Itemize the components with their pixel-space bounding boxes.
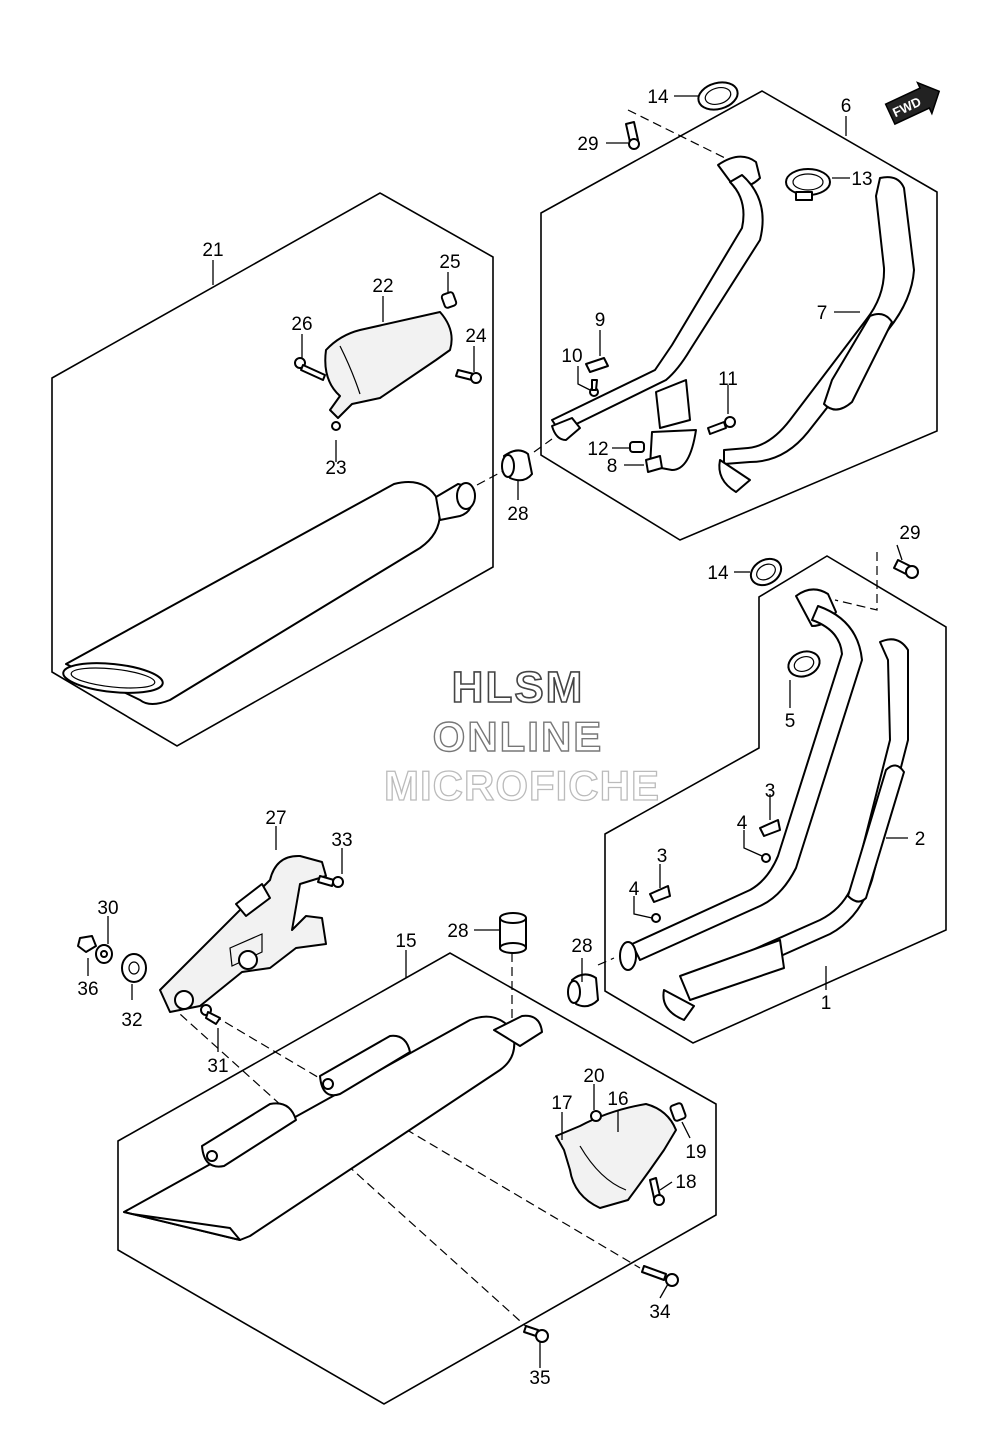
bracket-9 xyxy=(585,357,609,373)
callout-23: 23 xyxy=(325,458,346,479)
callout-11: 11 xyxy=(718,369,738,390)
callout-29-upper: 29 xyxy=(577,134,598,155)
cushion-28-upper xyxy=(501,449,533,482)
exhaust-pipe-rear-upper xyxy=(718,176,915,493)
bolt-29-upper xyxy=(625,121,640,150)
forward-direction-badge: FWD xyxy=(884,81,941,126)
cushion-32 xyxy=(121,953,147,983)
group-box-21 xyxy=(51,192,494,747)
callout-16: 16 xyxy=(607,1089,628,1110)
bolt-11 xyxy=(707,416,736,435)
callout-15: 15 xyxy=(395,931,416,952)
watermark: HLSM ONLINE MICROFICHE xyxy=(383,662,660,809)
nut-36 xyxy=(77,935,97,953)
callout-1: 1 xyxy=(821,993,832,1014)
callout-4-upper: 4 xyxy=(737,813,748,834)
bolt-18 xyxy=(649,1177,665,1206)
bracket-8 xyxy=(645,455,663,473)
exhaust-pipe-rear-lower xyxy=(662,638,909,1021)
callout-5: 5 xyxy=(785,711,796,732)
callout-31: 31 xyxy=(207,1056,228,1077)
callout-19: 19 xyxy=(685,1142,706,1163)
callout-6: 6 xyxy=(841,96,852,117)
bolt-4-upper xyxy=(761,853,771,863)
bracket-3-lower xyxy=(649,885,671,903)
bolt-4-lower xyxy=(651,913,661,923)
callout-36: 36 xyxy=(77,979,98,1000)
bolt-26 xyxy=(294,357,326,381)
callout-17: 17 xyxy=(551,1093,572,1114)
bolt-31 xyxy=(200,1004,221,1025)
spacer-12 xyxy=(629,441,645,453)
callout-33: 33 xyxy=(331,830,352,851)
callout-32: 32 xyxy=(121,1010,142,1031)
clamp-5 xyxy=(787,650,821,678)
bracket-3-upper xyxy=(759,819,781,837)
callout-30: 30 xyxy=(97,898,118,919)
callout-7: 7 xyxy=(817,303,828,324)
watermark-line-1: HLSM xyxy=(452,663,585,712)
callout-2: 2 xyxy=(915,829,926,850)
gasket-14-upper xyxy=(697,81,739,111)
callout-28-middle: 28 xyxy=(447,921,468,942)
heat-shield-lower xyxy=(555,1103,677,1209)
washer-30 xyxy=(95,944,113,964)
group-box-6 xyxy=(540,90,938,541)
callout-9: 9 xyxy=(595,310,606,331)
callout-numbers: 21 22 25 26 24 23 28 14 29 6 13 7 9 10 1… xyxy=(77,87,925,1389)
bolt-29-lower xyxy=(893,559,919,579)
callout-12: 12 xyxy=(587,439,608,460)
callout-4-lower: 4 xyxy=(629,879,640,900)
bolt-10 xyxy=(589,379,599,397)
callout-27: 27 xyxy=(265,808,286,829)
group-box-15 xyxy=(117,952,717,1405)
group-box-1 xyxy=(604,555,947,1044)
bolt-24 xyxy=(455,369,482,384)
callout-14-upper: 14 xyxy=(647,87,669,108)
callout-leaders xyxy=(87,95,908,1368)
collar-25 xyxy=(440,291,458,309)
callout-29-lower: 29 xyxy=(899,523,920,544)
callout-10: 10 xyxy=(561,346,582,367)
bolt-34 xyxy=(641,1265,679,1287)
gasket-14-lower xyxy=(749,557,783,587)
cushion-28-right xyxy=(567,973,599,1008)
callout-13: 13 xyxy=(851,169,872,190)
exhaust-pipe-front-upper xyxy=(551,155,764,471)
watermark-line-2: ONLINE xyxy=(433,713,604,760)
callout-8: 8 xyxy=(607,456,618,477)
bolt-33 xyxy=(317,875,344,888)
exhaust-pipe-front-lower xyxy=(619,588,863,971)
callout-34: 34 xyxy=(649,1302,671,1323)
callout-28-upper: 28 xyxy=(507,504,528,525)
callout-18: 18 xyxy=(675,1172,696,1193)
muffler-bracket xyxy=(159,854,327,1013)
callout-3-lower: 3 xyxy=(657,846,668,867)
bolt-35 xyxy=(523,1325,549,1343)
heat-shield-upper xyxy=(324,311,453,431)
callout-24: 24 xyxy=(465,326,487,347)
watermark-line-3: MICROFICHE xyxy=(384,762,660,809)
callout-22: 22 xyxy=(372,276,393,297)
callout-14-lower: 14 xyxy=(707,563,729,584)
bolt-20 xyxy=(590,1110,602,1122)
callout-21: 21 xyxy=(202,240,223,261)
muffler-upper xyxy=(62,481,476,705)
callout-35: 35 xyxy=(529,1368,550,1389)
callout-26: 26 xyxy=(291,314,312,335)
callout-28-right: 28 xyxy=(571,936,592,957)
cushion-28-middle xyxy=(499,912,527,954)
collar-19 xyxy=(669,1102,687,1122)
callout-20: 20 xyxy=(583,1066,604,1087)
muffler-lower xyxy=(123,1014,543,1241)
callout-25: 25 xyxy=(439,252,460,273)
callout-3-upper: 3 xyxy=(765,781,776,802)
clamp-13 xyxy=(785,168,831,201)
